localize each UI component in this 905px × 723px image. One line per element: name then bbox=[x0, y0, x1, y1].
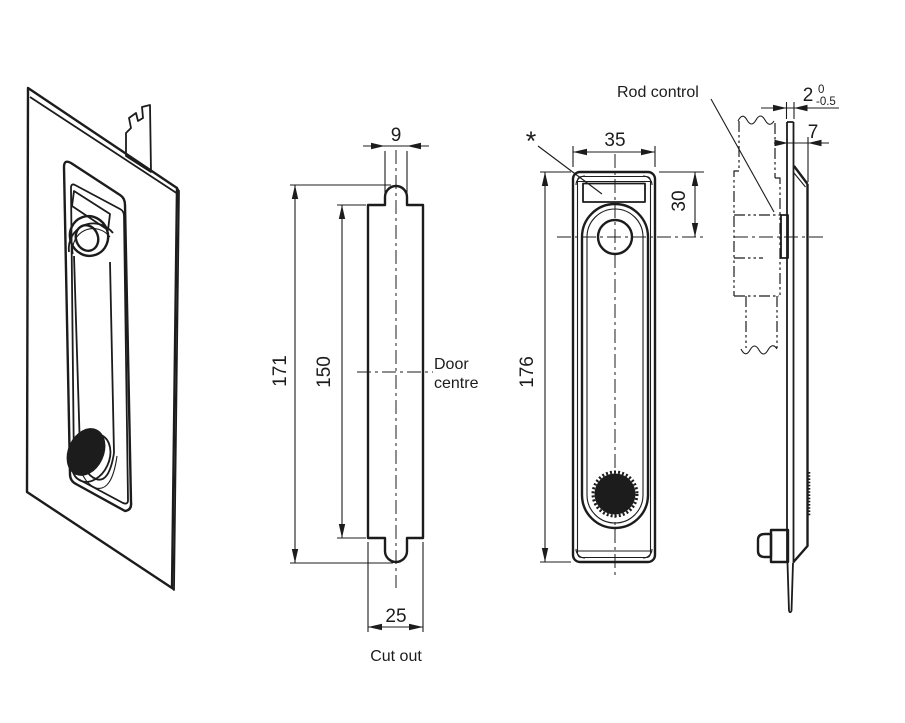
front-channel-inner bbox=[586, 208, 644, 524]
front-corner-details bbox=[575, 175, 653, 559]
front-body-outline bbox=[571, 170, 657, 564]
dim-7-arrow-left bbox=[774, 139, 788, 147]
dim-30-arrow-bottom bbox=[691, 223, 699, 237]
cut-out-caption: Cut out bbox=[370, 648, 422, 665]
dim-25-arrow-left bbox=[368, 623, 382, 631]
dim-171-extension-lines bbox=[290, 184, 393, 564]
front-body-inner-line bbox=[576, 175, 652, 559]
front-recess-top-edge bbox=[577, 180, 651, 552]
dim-2-extension-lines bbox=[785, 102, 795, 119]
dim-35-extension-lines bbox=[572, 146, 656, 167]
name-plate-front bbox=[582, 182, 646, 203]
dim-slot-width: 9 bbox=[363, 125, 429, 193]
knob-knurl-front bbox=[591, 470, 639, 518]
dim-150-value: 150 bbox=[314, 356, 335, 388]
dim-2-arrow-right bbox=[794, 104, 808, 112]
dim-150-arrow-top bbox=[338, 205, 346, 219]
view-cutout: 9 171 150 25 Door centre Cu bbox=[270, 125, 479, 665]
dim-cutout-width: 25 bbox=[367, 542, 424, 632]
dim-25-extension-lines bbox=[367, 542, 424, 632]
rod-tip-tab bbox=[125, 104, 152, 173]
dim-9-extension-lines bbox=[384, 151, 408, 193]
dim-150-arrow-bottom bbox=[338, 524, 346, 538]
dim-30-arrow-top bbox=[691, 172, 699, 186]
door-centre-label-line2: centre bbox=[434, 375, 479, 392]
cutout-outline bbox=[366, 184, 425, 564]
handle-bezel-outer bbox=[62, 160, 133, 513]
view-front: 35 30 176 * bbox=[517, 126, 704, 575]
dim-25-arrow-right bbox=[409, 623, 423, 631]
dim-171-arrow-bottom bbox=[291, 549, 299, 563]
dim-176-value: 176 bbox=[517, 356, 538, 388]
view-side: 2 0 -0.5 7 Rod control bbox=[617, 84, 839, 614]
dim-7-arrow-right bbox=[808, 139, 822, 147]
rod-control-label: Rod control bbox=[617, 84, 699, 101]
door-edge-thickness bbox=[29, 96, 180, 591]
rod-break-line-top bbox=[737, 115, 775, 125]
rod-break-line-bottom bbox=[740, 345, 778, 355]
cylinder-front bbox=[596, 218, 634, 256]
asterisk-leader-line bbox=[537, 145, 603, 195]
dim-176-arrow-top bbox=[541, 172, 549, 186]
fastener-body bbox=[769, 528, 790, 564]
rod-control-phantom bbox=[733, 115, 781, 355]
dim-35-arrow-left bbox=[573, 148, 587, 156]
dim-176-arrow-bottom bbox=[541, 548, 549, 562]
dim-2-tolerance-upper: 0 bbox=[818, 84, 824, 96]
lever-channel-right bbox=[109, 261, 115, 454]
dim-protrusion: 7 bbox=[774, 122, 829, 182]
dim-25-value: 25 bbox=[385, 606, 406, 627]
handle-side-front-face bbox=[792, 184, 809, 563]
dim-9-value: 9 bbox=[391, 125, 402, 146]
asterisk-marker: * bbox=[526, 126, 537, 156]
dim-9-arrow-left bbox=[371, 142, 385, 150]
dim-top-to-axis: 30 bbox=[659, 171, 704, 237]
dim-35-arrow-right bbox=[641, 148, 655, 156]
mounting-plate-tip bbox=[786, 562, 794, 614]
knob-3d bbox=[66, 428, 106, 476]
cylinder-core-3d bbox=[74, 224, 100, 252]
dim-total-height: 171 bbox=[270, 184, 393, 564]
knob-front bbox=[594, 473, 636, 515]
dim-body-height: 150 bbox=[314, 204, 366, 539]
door-panel bbox=[25, 86, 179, 590]
handle-side-chamfer-inner bbox=[793, 172, 806, 188]
door-centre-label-line1: Door bbox=[434, 356, 469, 373]
cylinder-3d bbox=[68, 214, 110, 258]
mounting-plate-edge bbox=[786, 121, 795, 563]
dim-front-width: 35 bbox=[572, 130, 656, 167]
front-channel-outer bbox=[580, 202, 650, 530]
rod-control-leader-line bbox=[710, 98, 775, 213]
dim-2-tolerance-lower: -0.5 bbox=[816, 96, 836, 108]
dim-2-value: 2 bbox=[803, 85, 814, 106]
dim-35-value: 35 bbox=[604, 130, 625, 151]
handle-side-chamfer bbox=[793, 165, 809, 185]
dim-front-height: 176 bbox=[517, 171, 571, 563]
dim-171-value: 171 bbox=[270, 355, 291, 387]
dim-9-arrow-right bbox=[407, 142, 421, 150]
view-perspective bbox=[25, 86, 180, 591]
rod-phantom-outline bbox=[733, 121, 781, 348]
dim-7-value: 7 bbox=[808, 122, 819, 143]
dim-plate-thickness: 2 0 -0.5 bbox=[761, 84, 839, 119]
dim-30-value: 30 bbox=[669, 190, 690, 211]
dim-2-arrow-left bbox=[773, 104, 787, 112]
dim-171-arrow-top bbox=[291, 185, 299, 199]
lever-channel-left bbox=[73, 255, 81, 451]
fastener-screw-head bbox=[756, 532, 773, 559]
